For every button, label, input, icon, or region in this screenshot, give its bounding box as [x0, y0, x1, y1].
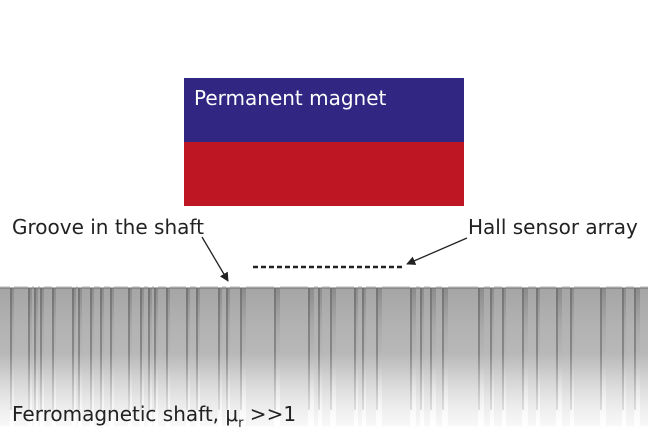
sensor-label: Hall sensor array — [468, 215, 638, 239]
shaft-label: Ferromagnetic shaft, μr >>1 — [12, 402, 296, 431]
magnet-south-pole — [184, 142, 464, 206]
sensor-arrow — [406, 237, 468, 265]
groove-arrow — [201, 236, 229, 282]
permanent-magnet: Permanent magnet — [184, 78, 464, 206]
magnet-north-pole — [184, 78, 464, 142]
shaft-fade — [0, 288, 648, 432]
shaft-label-prefix: Ferromagnetic shaft, μ — [12, 402, 238, 426]
ferromagnetic-shaft — [0, 286, 648, 432]
shaft-label-subscript: r — [238, 416, 244, 431]
shaft-label-suffix: >>1 — [243, 402, 296, 426]
magnet-label: Permanent magnet — [194, 86, 387, 110]
groove-label: Groove in the shaft — [12, 215, 204, 239]
